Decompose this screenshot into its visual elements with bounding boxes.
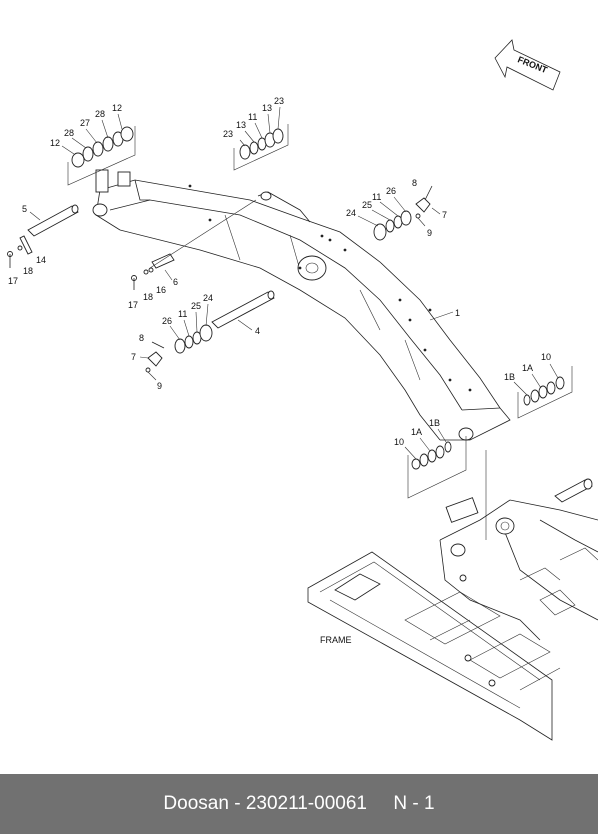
label-23: 23 <box>274 96 284 106</box>
label-12: 12 <box>50 138 60 148</box>
label-14: 14 <box>36 255 46 265</box>
boom-center-boss <box>297 255 327 281</box>
label-16: 16 <box>156 285 166 295</box>
label-1B: 1B <box>504 372 515 382</box>
label-11: 11 <box>178 309 187 319</box>
footer-bar: Doosan - 230211-00061 N - 1 <box>0 774 598 834</box>
label-13: 13 <box>262 103 272 113</box>
parts-diagram: FRONT <box>7 39 598 741</box>
label-10: 10 <box>394 437 404 447</box>
label-9: 9 <box>157 381 162 391</box>
label-27: 27 <box>80 118 90 128</box>
label-28: 28 <box>64 128 74 138</box>
front-arrow-icon: FRONT <box>494 39 561 91</box>
label-9: 9 <box>427 228 432 238</box>
label-4: 4 <box>255 326 260 336</box>
footer-part-number: 230211-00061 <box>245 793 367 814</box>
label-25: 25 <box>191 301 201 311</box>
pin-5 <box>27 204 79 237</box>
label-11: 11 <box>372 192 381 202</box>
footer-page: N - 1 <box>393 793 435 814</box>
washer-stack-nose-right <box>523 376 565 406</box>
boom-exploded-view: FRONT <box>7 39 598 741</box>
label-5: 5 <box>22 204 27 214</box>
washer-stack-nose-left <box>411 441 452 470</box>
bolt-left <box>145 341 165 381</box>
washer-stack-top <box>239 128 284 160</box>
pin-4 <box>211 290 275 329</box>
label-23: 23 <box>223 129 233 139</box>
label-18: 18 <box>23 266 33 276</box>
frame-label: FRAME <box>320 635 352 645</box>
pin-6 <box>151 253 175 269</box>
upper-frame <box>307 478 598 741</box>
boom-root-lug <box>95 169 109 193</box>
label-6: 6 <box>173 277 178 287</box>
washer-stack-left <box>174 324 213 354</box>
footer-separator: - <box>228 793 246 814</box>
label-17: 17 <box>8 276 18 286</box>
label-1: 1 <box>455 308 460 318</box>
label-1A: 1A <box>411 427 422 437</box>
footer-brand: Doosan <box>163 793 229 814</box>
label-7: 7 <box>131 352 136 362</box>
label-24: 24 <box>203 293 213 303</box>
label-11: 11 <box>248 112 257 122</box>
label-1A: 1A <box>522 363 533 373</box>
label-25: 25 <box>362 200 372 210</box>
washer-stack-right <box>373 210 412 241</box>
label-8: 8 <box>139 333 144 343</box>
label-26: 26 <box>386 186 396 196</box>
boom-body <box>92 169 511 441</box>
label-17: 17 <box>128 300 138 310</box>
washer-stack-root <box>71 126 134 168</box>
label-10: 10 <box>541 352 551 362</box>
label-26: 26 <box>162 316 172 326</box>
front-label: FRONT <box>516 54 549 75</box>
label-8: 8 <box>412 178 417 188</box>
label-1B: 1B <box>429 418 440 428</box>
bolt-right <box>415 185 433 227</box>
footer-spacer <box>367 793 393 815</box>
label-24: 24 <box>346 208 356 218</box>
label-28: 28 <box>95 109 105 119</box>
label-18: 18 <box>143 292 153 302</box>
label-7: 7 <box>442 210 447 220</box>
label-13: 13 <box>236 120 246 130</box>
small-hardware-root <box>7 235 154 290</box>
label-12: 12 <box>112 103 122 113</box>
